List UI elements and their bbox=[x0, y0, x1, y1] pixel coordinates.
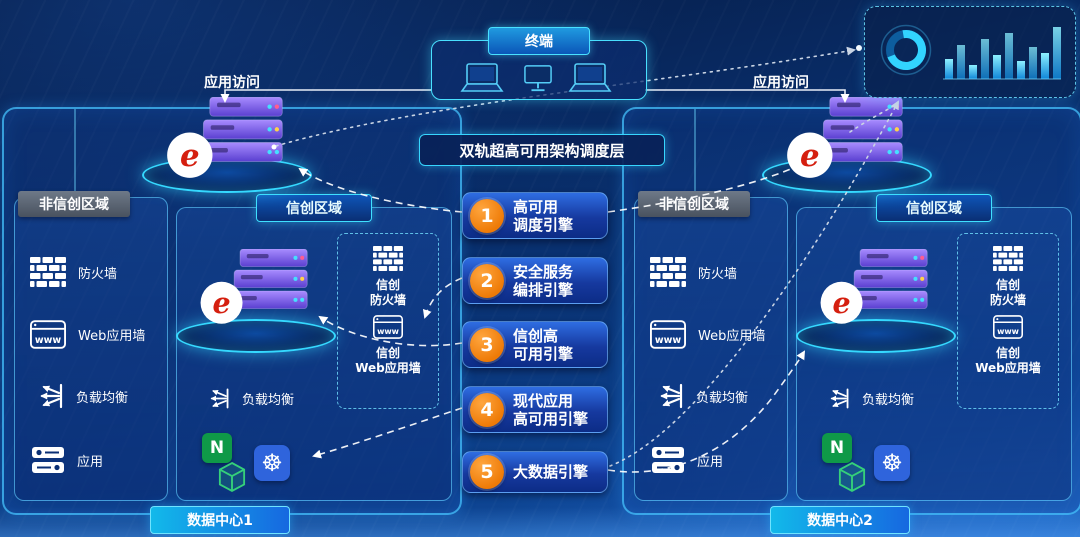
kubernetes-icon: ☸ bbox=[874, 445, 910, 481]
dc2-xc-lb-label: 负载均衡 bbox=[862, 392, 915, 408]
kubernetes-icon: ☸ bbox=[254, 445, 290, 481]
dc1-app-label: 应用 bbox=[77, 454, 104, 470]
engine-3: 3 信创高可用引擎 bbox=[462, 321, 608, 368]
dc1-app-row: 应用 bbox=[31, 443, 103, 477]
dc1-firewall-label: 防火墙 bbox=[78, 266, 118, 282]
dc2-xc-firewall-label: 信创防火墙 bbox=[989, 278, 1026, 307]
firewall-icon bbox=[30, 257, 66, 287]
engine-4-number: 4 bbox=[470, 392, 504, 427]
donut-chart-icon bbox=[880, 24, 932, 76]
engine-2: 2 安全服务编排引擎 bbox=[462, 257, 608, 304]
terminal-label: 终端 bbox=[488, 27, 590, 55]
load-balancer-icon bbox=[650, 381, 684, 411]
dc1-non-xinchuang-header: 非信创区域 bbox=[18, 191, 130, 217]
dc2-firewall-row: 防火墙 bbox=[650, 255, 737, 289]
dc2-lb-label: 负载均衡 bbox=[696, 390, 749, 406]
engine-1: 1 高可用调度引擎 bbox=[462, 192, 608, 239]
dc1-xc-firewall-label: 信创防火墙 bbox=[369, 278, 406, 307]
web-app-wall-icon bbox=[373, 315, 403, 339]
engine-3-label: 信创高可用引擎 bbox=[513, 326, 574, 363]
container-cube-icon bbox=[838, 461, 866, 493]
load-balancer-icon bbox=[30, 381, 64, 411]
dc2-non-xinchuang-header: 非信创区域 bbox=[638, 191, 750, 217]
engine-5-number: 5 bbox=[470, 455, 504, 489]
connector-line bbox=[694, 109, 696, 193]
dc1-xinchuang-stack-node bbox=[176, 249, 336, 353]
load-balancer-icon bbox=[822, 386, 850, 411]
dc2-scheduler-node bbox=[762, 101, 932, 193]
access-label-left: 应用访问 bbox=[204, 75, 260, 91]
engine-1-number: 1 bbox=[470, 198, 504, 233]
monitoring-dashboard bbox=[864, 6, 1076, 98]
dc1-firewall-row: 防火墙 bbox=[30, 255, 117, 289]
dc1-xinchuang-header: 信创区域 bbox=[256, 194, 372, 222]
engine-3-number: 3 bbox=[470, 327, 504, 362]
server-stack-icon bbox=[779, 97, 915, 188]
dc2-waf-label: Web应用墙 bbox=[698, 328, 766, 344]
engine-5: 5 大数据引擎 bbox=[462, 451, 608, 493]
firewall-icon bbox=[650, 257, 686, 287]
dc2-xinchuang-header: 信创区域 bbox=[876, 194, 992, 222]
dc2-app-label: 应用 bbox=[697, 454, 724, 470]
dc2-app-row: 应用 bbox=[651, 443, 723, 477]
dc1-waf-row: Web应用墙 bbox=[30, 317, 145, 351]
engine-2-label: 安全服务编排引擎 bbox=[513, 262, 574, 299]
dc2-firewall-label: 防火墙 bbox=[698, 266, 738, 282]
server-stack-icon bbox=[159, 97, 295, 188]
dc2-lb-row: 负载均衡 bbox=[650, 379, 748, 413]
load-balancer-icon bbox=[202, 386, 230, 411]
access-label-right: 应用访问 bbox=[753, 75, 809, 91]
dc1-xc-lb-row: 负载均衡 bbox=[202, 381, 294, 415]
dc1-scheduler-node bbox=[142, 101, 312, 193]
dc1-footer-label: 数据中心1 bbox=[150, 506, 290, 534]
application-icon bbox=[651, 446, 685, 474]
web-app-wall-icon bbox=[993, 315, 1023, 339]
monitor-icon bbox=[524, 65, 552, 93]
connector-line bbox=[74, 109, 76, 193]
dc2-xinchuang-stack-node bbox=[796, 249, 956, 353]
engine-5-label: 大数据引擎 bbox=[513, 463, 589, 481]
application-icon bbox=[31, 446, 65, 474]
dc1-waf-label: Web应用墙 bbox=[78, 328, 146, 344]
nginx-icon: N bbox=[202, 433, 232, 463]
container-cube-icon bbox=[218, 461, 246, 493]
dc1-xc-lb-label: 负载均衡 bbox=[242, 392, 295, 408]
web-app-wall-icon bbox=[30, 320, 66, 349]
dc1-lb-row: 负载均衡 bbox=[30, 379, 128, 413]
pedestal bbox=[176, 319, 336, 353]
engine-4: 4 现代应用高可用引擎 bbox=[462, 386, 608, 433]
dc2-waf-row: Web应用墙 bbox=[650, 317, 765, 351]
server-stack-icon bbox=[813, 249, 939, 333]
laptop-icon bbox=[458, 63, 506, 95]
engine-2-number: 2 bbox=[470, 263, 504, 298]
web-app-wall-icon bbox=[650, 320, 686, 349]
scheduler-layer-banner: 双轨超高可用架构调度层 bbox=[419, 134, 665, 166]
engine-4-label: 现代应用高可用引擎 bbox=[513, 391, 589, 428]
engine-1-label: 高可用调度引擎 bbox=[513, 197, 574, 234]
firewall-icon bbox=[373, 246, 403, 271]
laptop-icon bbox=[566, 63, 614, 95]
bar-chart-icon bbox=[943, 27, 1061, 80]
nginx-icon: N bbox=[822, 433, 852, 463]
dc1-lb-label: 负载均衡 bbox=[76, 390, 129, 406]
dc2-xc-lb-row: 负载均衡 bbox=[822, 381, 914, 415]
firewall-icon bbox=[993, 246, 1023, 271]
dashboard-anchor-dot bbox=[856, 45, 862, 51]
dc2-footer-label: 数据中心2 bbox=[770, 506, 910, 534]
server-stack-icon bbox=[193, 249, 319, 333]
